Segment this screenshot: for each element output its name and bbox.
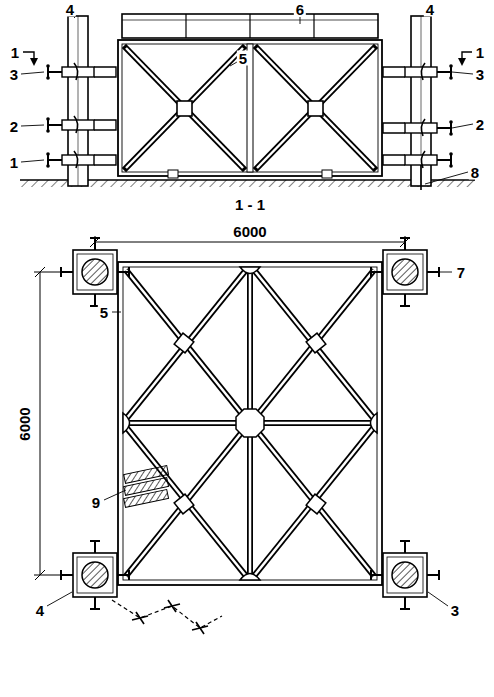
callout-number: 4 <box>34 603 46 618</box>
dimension-text: 6000 <box>231 224 268 239</box>
callout-number: 3 <box>8 67 20 82</box>
elevation <box>20 14 475 190</box>
callout-number: 2 <box>8 119 20 134</box>
plan <box>34 236 452 634</box>
section-title: 1 - 1 <box>233 197 267 212</box>
callout-number: 9 <box>90 495 102 510</box>
callout-number: 6 <box>294 2 306 17</box>
callout-number: 2 <box>474 117 486 132</box>
callout-number: 1 <box>8 155 20 170</box>
callout-number: 5 <box>98 305 110 320</box>
callout-number: 8 <box>469 165 481 180</box>
callout-number: 3 <box>474 67 486 82</box>
callout-number: 7 <box>455 265 467 280</box>
callout-number: 4 <box>64 2 76 17</box>
callout-number: 3 <box>449 603 461 618</box>
section-mark: 1 <box>9 45 21 60</box>
callout-number: 5 <box>237 51 249 66</box>
dimension-text: 6000 <box>17 405 32 442</box>
section-mark: 1 <box>474 45 486 60</box>
callout-number: 4 <box>424 2 436 17</box>
